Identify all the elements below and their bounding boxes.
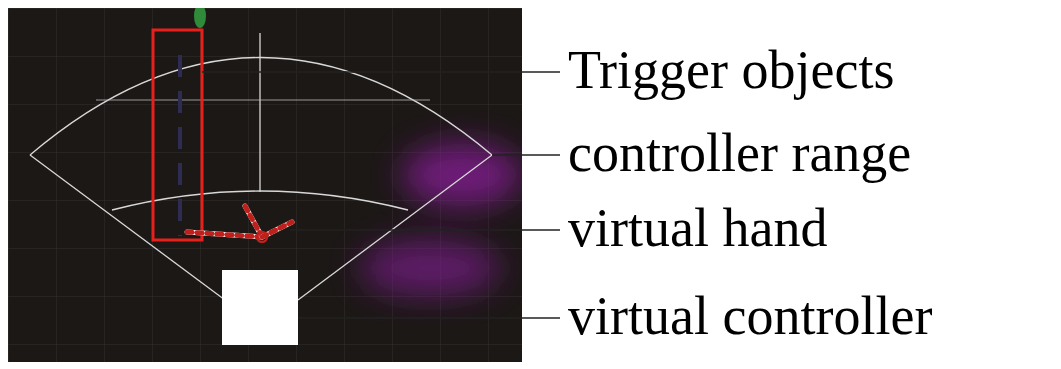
hand-model [187, 206, 292, 242]
range-sector [30, 33, 492, 300]
scene-panel [8, 8, 522, 362]
leader-line [492, 154, 560, 156]
controller-cube [222, 270, 298, 345]
leader-lines [202, 72, 560, 318]
callout-label: Trigger objects [568, 43, 894, 97]
leader-line [202, 71, 560, 73]
leader-line [298, 317, 560, 319]
callout-label: virtual controller [568, 289, 932, 343]
callout-label: virtual hand [568, 201, 827, 255]
highlight-box [153, 30, 202, 240]
target-object [194, 8, 206, 28]
trigger-objects [178, 55, 182, 236]
callout-label: controller range [568, 126, 911, 180]
leader-line [290, 229, 560, 231]
